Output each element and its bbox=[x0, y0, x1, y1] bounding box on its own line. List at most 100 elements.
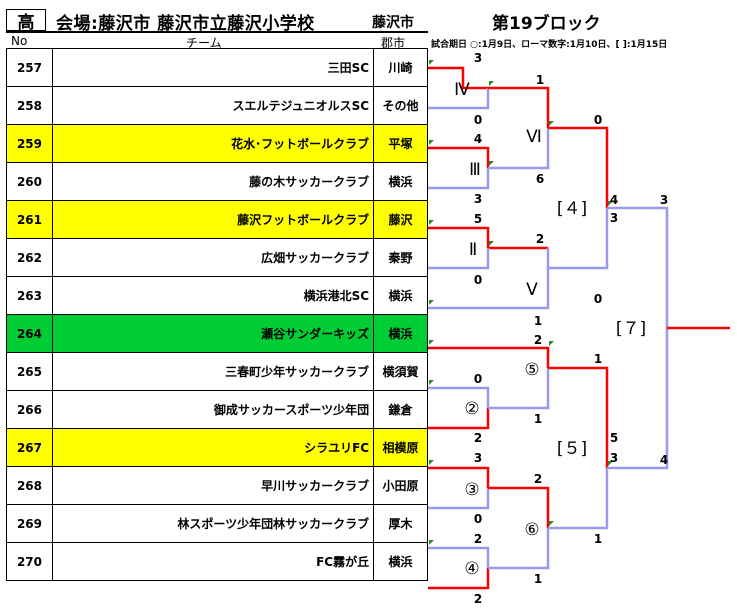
col-city: 郡市 bbox=[381, 36, 406, 50]
cell-marker-icon bbox=[429, 460, 434, 465]
score-label: 3 bbox=[610, 451, 618, 465]
score-label: 0 bbox=[474, 372, 482, 386]
score-label: 0 bbox=[474, 512, 482, 526]
team-name: 林スポーツ少年団林サッカークラブ bbox=[51, 504, 375, 543]
score-label: 1 bbox=[534, 412, 542, 426]
cell-marker-icon bbox=[608, 201, 613, 206]
team-number: 268 bbox=[6, 466, 53, 505]
level-badge: 高 bbox=[6, 9, 46, 33]
col-no: No bbox=[11, 34, 28, 48]
cell-marker-icon bbox=[429, 220, 434, 225]
match-label: ⑤ bbox=[524, 360, 539, 380]
score-label: 1 bbox=[534, 572, 542, 586]
team-city: 川崎 bbox=[373, 48, 428, 87]
team-number: 265 bbox=[6, 352, 53, 391]
score-label: 3 bbox=[660, 193, 668, 207]
score-label: 6 bbox=[536, 172, 544, 186]
date-legend: 試合期日 ○:1月9日、ローマ数字:1月10日、[ ]:1月15日 bbox=[431, 40, 668, 50]
winner-line bbox=[488, 486, 550, 528]
winner-line bbox=[488, 86, 550, 128]
match-label: ③ bbox=[464, 480, 479, 500]
match-label: Ⅳ bbox=[454, 80, 470, 100]
winner-line bbox=[548, 126, 609, 208]
match-label: Ⅱ bbox=[469, 240, 477, 260]
loser-line bbox=[428, 386, 490, 408]
score-label: 3 bbox=[474, 51, 482, 65]
team-city: 秦野 bbox=[373, 238, 428, 277]
score-label: 1 bbox=[594, 352, 602, 366]
team-number: 270 bbox=[6, 542, 53, 581]
match-label: Ⅲ bbox=[469, 160, 481, 180]
team-name: 三春町少年サッカークラブ bbox=[51, 352, 375, 391]
loser-line bbox=[488, 368, 550, 410]
match-label: ④ bbox=[464, 559, 479, 579]
team-city: 藤沢 bbox=[373, 200, 428, 239]
team-number: 264 bbox=[6, 314, 53, 353]
winner-line bbox=[428, 346, 550, 368]
team-name: 三田SC bbox=[51, 48, 375, 87]
team-name: スエルテジュニオルスSC bbox=[51, 86, 375, 125]
team-number: 269 bbox=[6, 504, 53, 543]
team-city: 小田原 bbox=[373, 466, 428, 505]
team-city: 厚木 bbox=[373, 504, 428, 543]
team-name: シラユリFC bbox=[51, 428, 375, 467]
loser-line bbox=[548, 208, 609, 270]
match-label: [４] bbox=[557, 199, 587, 219]
winner-line bbox=[428, 568, 490, 590]
team-name: FC霧が丘 bbox=[51, 542, 375, 581]
team-number: 262 bbox=[6, 238, 53, 277]
score-label: 1 bbox=[534, 314, 542, 328]
match-label: Ⅵ bbox=[526, 127, 542, 147]
score-label: 3 bbox=[474, 451, 482, 465]
match-label: Ⅴ bbox=[526, 280, 538, 300]
winner-line bbox=[428, 226, 548, 250]
winner-line bbox=[428, 408, 490, 430]
winner-line bbox=[548, 366, 609, 468]
header-rule bbox=[6, 31, 428, 33]
cell-marker-icon bbox=[489, 161, 494, 166]
cell-marker-icon bbox=[608, 461, 613, 466]
score-label: 2 bbox=[474, 431, 482, 445]
team-city: 横浜 bbox=[373, 276, 428, 315]
winner-line bbox=[428, 66, 488, 90]
match-label: [７] bbox=[616, 319, 646, 339]
score-label: 5 bbox=[474, 212, 482, 226]
team-name: 瀬谷サンダーキッズ bbox=[51, 314, 375, 353]
team-number: 260 bbox=[6, 162, 53, 201]
loser-line bbox=[607, 328, 669, 470]
team-number: 266 bbox=[6, 390, 53, 429]
team-number: 257 bbox=[6, 48, 53, 87]
loser-line bbox=[488, 128, 550, 170]
team-city: 横浜 bbox=[373, 162, 428, 201]
team-city: 横須賀 bbox=[373, 352, 428, 391]
winner-line bbox=[428, 466, 490, 488]
score-label: 1 bbox=[536, 73, 544, 87]
match-label: ⑥ bbox=[524, 520, 539, 540]
loser-line bbox=[548, 468, 609, 530]
team-city: 横浜 bbox=[373, 314, 428, 353]
loser-line bbox=[607, 206, 669, 328]
winner-line bbox=[428, 146, 490, 168]
match-label: ② bbox=[464, 399, 479, 419]
team-name: 広畑サッカークラブ bbox=[51, 238, 375, 277]
block-title: 第19ブロック bbox=[492, 14, 601, 34]
score-label: 0 bbox=[594, 292, 602, 306]
score-label: 0 bbox=[474, 273, 482, 287]
loser-line bbox=[428, 168, 490, 190]
team-city: 相模原 bbox=[373, 428, 428, 467]
cell-marker-icon bbox=[549, 341, 554, 346]
score-label: 3 bbox=[610, 211, 618, 225]
score-label: 0 bbox=[474, 113, 482, 127]
loser-line bbox=[428, 248, 490, 270]
